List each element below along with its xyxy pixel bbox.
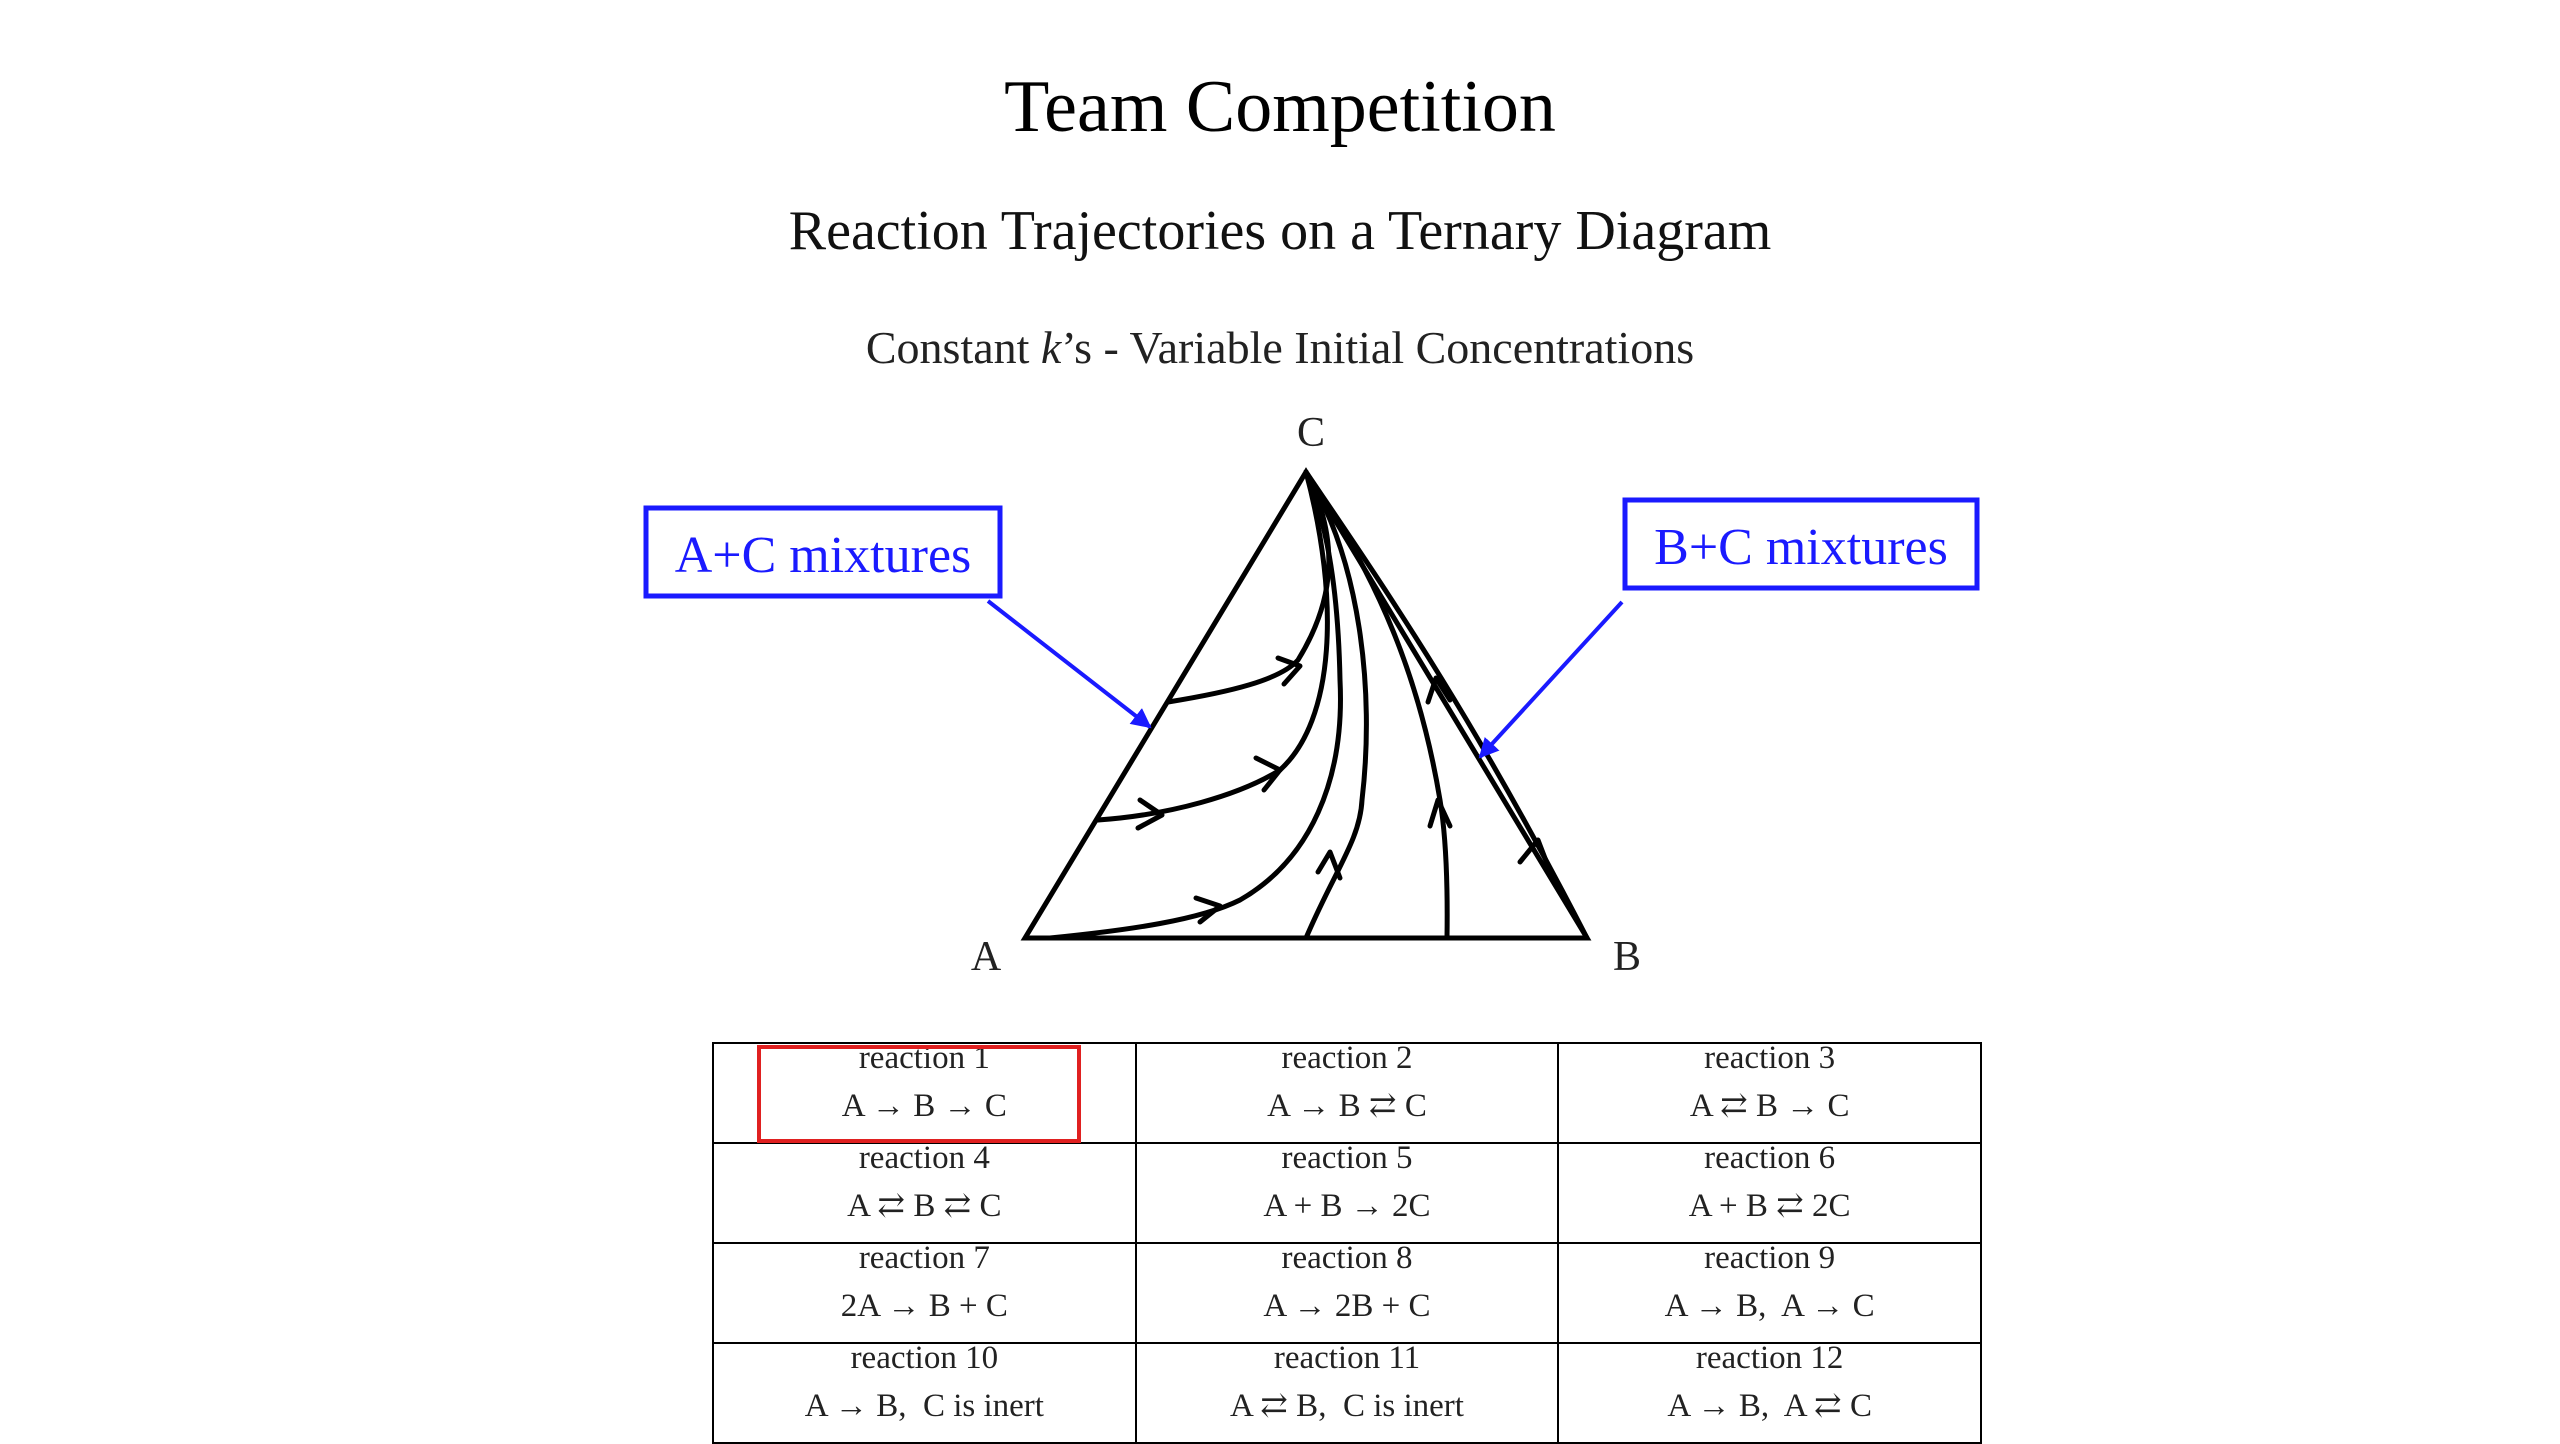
- reaction-cell: reaction 3 A ⇄ B → C: [1557, 1042, 1982, 1144]
- trajectory-arrows: [1135, 655, 1551, 925]
- reaction-equation: A → B → C: [841, 1088, 1007, 1124]
- reaction-cell: reaction 4 A ⇄ B ⇄ C: [712, 1142, 1137, 1244]
- arrowhead-8: [1517, 837, 1551, 869]
- caption-k: k: [1040, 322, 1062, 373]
- reaction-cell: reaction 2 A → B ⇄ C: [1134, 1042, 1560, 1144]
- reaction-cell: reaction 1 A → B → C: [712, 1042, 1137, 1144]
- arrowhead-6: [1427, 797, 1453, 829]
- reaction-name: reaction 6: [1704, 1143, 1836, 1176]
- reaction-cell: reaction 10 A → B, C is inert: [712, 1342, 1137, 1444]
- reaction-name: reaction 1: [858, 1043, 990, 1076]
- reaction-name: reaction 12: [1695, 1343, 1844, 1376]
- trajectory-5: [1303, 469, 1450, 941]
- vertex-label-a: A: [971, 934, 1002, 980]
- callout-box-right: [1622, 497, 1980, 591]
- reaction-equation: A ⇄ B → C: [1689, 1088, 1850, 1124]
- reaction-cell: reaction 5 A + B → 2C: [1134, 1142, 1560, 1244]
- arrowhead-3: [1253, 755, 1283, 793]
- callout-text-right: B+C mixtures: [1654, 519, 1948, 576]
- reaction-cell: reaction 7 2A → B + C: [712, 1242, 1137, 1344]
- trajectory-2: [1095, 469, 1330, 823]
- arrowhead-1: [1275, 655, 1303, 687]
- page-subtitle: Reaction Trajectories on a Ternary Diagr…: [788, 200, 1772, 262]
- reaction-name: reaction 2: [1281, 1043, 1413, 1076]
- reaction-name: reaction 9: [1704, 1243, 1836, 1276]
- reaction-equation: A ⇄ B, C is inert: [1230, 1388, 1464, 1424]
- reaction-cell: reaction 12 A → B, A ⇄ C: [1557, 1342, 1982, 1444]
- arrowhead-2: [1135, 797, 1165, 831]
- callout-box-left: [643, 505, 1003, 599]
- page-title: Team Competition: [1004, 66, 1556, 148]
- reaction-equation: A + B ⇄ 2C: [1688, 1188, 1851, 1224]
- ternary-diagram: C A B A+C mixtures B+C mixtures: [643, 410, 1980, 980]
- callout-text-left: A+C mixtures: [675, 527, 972, 584]
- trajectory-3: [1047, 469, 1343, 941]
- reaction-cell: reaction 8 A → 2B + C: [1134, 1242, 1560, 1344]
- reaction-equation: A → B ⇄ C: [1267, 1088, 1427, 1124]
- reaction-name: reaction 10: [850, 1343, 999, 1376]
- reaction-cell: reaction 11 A ⇄ B, C is inert: [1134, 1342, 1560, 1444]
- reaction-equation: 2A → B + C: [840, 1288, 1008, 1324]
- page-caption: Constant k’s - Variable Initial Concentr…: [0, 318, 2560, 378]
- ternary-triangle: [1020, 467, 1592, 941]
- reaction-name: reaction 4: [858, 1143, 990, 1176]
- caption-prefix: Constant: [865, 322, 1041, 373]
- arrowhead-7: [1425, 675, 1453, 705]
- arrowhead-4: [1193, 895, 1223, 925]
- reaction-equation: A + B → 2C: [1263, 1188, 1431, 1224]
- arrowhead-5: [1315, 849, 1343, 881]
- table-row: reaction 4 A ⇄ B ⇄ C reaction 5 A + B → 2C…: [712, 1142, 1982, 1244]
- vertex-label-c: C: [1297, 410, 1325, 456]
- table-row: reaction 7 2A → B + C reaction 8 A → 2B + …: [712, 1242, 1982, 1344]
- reaction-equation: A → 2B + C: [1263, 1288, 1431, 1324]
- reaction-name: reaction 5: [1281, 1143, 1413, 1176]
- reaction-name: reaction 3: [1704, 1043, 1836, 1076]
- reaction-cell: reaction 6 A + B ⇄ 2C: [1557, 1142, 1982, 1244]
- reaction-1-highlight-box: [757, 1045, 1081, 1143]
- vertex-label-b: B: [1613, 934, 1641, 980]
- reaction-equation: A ⇄ B ⇄ C: [847, 1188, 1002, 1224]
- reaction-equation: A → B, A ⇄ C: [1667, 1388, 1872, 1424]
- caption-suffix: ’s - Variable Initial Concentrations: [1061, 322, 1695, 373]
- callout-pointer-left: [986, 599, 1152, 729]
- reaction-cell: reaction 9 A → B, A → C: [1557, 1242, 1982, 1344]
- reaction-name: reaction 8: [1281, 1243, 1413, 1276]
- reaction-name: reaction 11: [1273, 1343, 1421, 1376]
- reaction-equation: A → B, C is inert: [804, 1388, 1044, 1424]
- table-row: reaction 10 A → B, C is inert reaction 11…: [712, 1342, 1982, 1444]
- trajectory-1: [1165, 469, 1332, 705]
- reaction-name: reaction 7: [858, 1243, 990, 1276]
- callout-pointer-right: [1478, 600, 1624, 759]
- reaction-equation: A → B, A → C: [1664, 1288, 1875, 1324]
